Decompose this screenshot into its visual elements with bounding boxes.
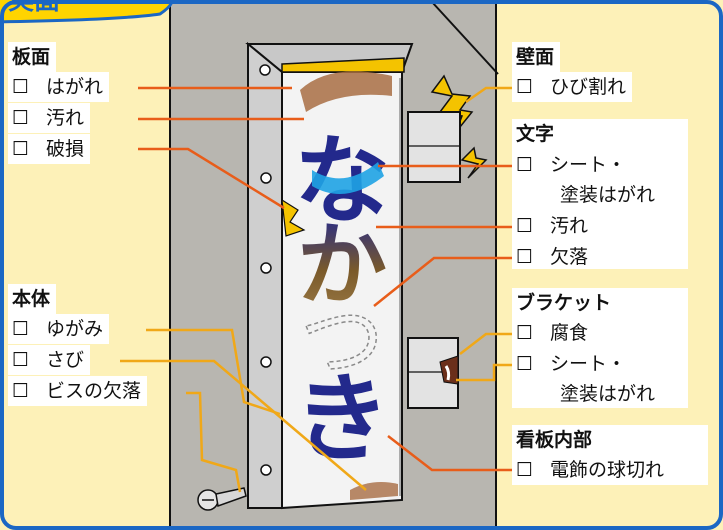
sign-char-ki: き <box>294 363 390 475</box>
damage-mark <box>281 198 306 237</box>
checkbox-icon[interactable]: ☐ <box>516 154 534 176</box>
side-screw <box>259 64 271 76</box>
checkbox-icon[interactable]: ☐ <box>12 138 30 160</box>
letters-item[interactable]: ☐汚れ <box>512 211 594 241</box>
checkbox-icon[interactable]: ☐ <box>12 107 30 129</box>
letters-panel <box>512 119 688 269</box>
upper-bracket <box>407 111 461 183</box>
side-screw <box>260 464 272 476</box>
checkbox-icon[interactable]: ☐ <box>516 215 534 237</box>
letter-peel-mark <box>312 162 384 194</box>
board-face-item[interactable]: ☐汚れ <box>8 103 91 133</box>
sign-char-tsu-missing: つ <box>300 292 384 390</box>
checkbox-icon[interactable]: ☐ <box>12 380 30 402</box>
wall-crack-mark <box>460 146 488 179</box>
body-title: 本体 <box>8 284 57 314</box>
checkbox-icon[interactable]: ☐ <box>12 76 30 98</box>
body-item[interactable]: ☐ビスの欠落 <box>8 376 148 406</box>
lower-bracket <box>407 337 459 409</box>
checkbox-icon[interactable]: ☐ <box>12 318 30 340</box>
board-face-item[interactable]: ☐はがれ <box>8 72 110 102</box>
letters-item-continued: 塗装はがれ <box>560 184 656 206</box>
leader-lines-body <box>120 328 367 493</box>
sign-char-ka: か <box>297 213 387 318</box>
leader-line-wall <box>465 86 512 104</box>
leader-lines-letters <box>373 164 512 307</box>
checkbox-icon[interactable]: ☐ <box>516 246 534 268</box>
wall-edge <box>431 1 499 75</box>
side-screw <box>260 356 272 368</box>
checkbox-icon[interactable]: ☐ <box>12 349 30 371</box>
leader-line-interior <box>387 435 512 472</box>
body-item[interactable]: ☐ゆがみ <box>8 314 110 344</box>
leader-lines-bracket <box>456 332 512 382</box>
checkbox-icon[interactable]: ☐ <box>516 322 534 344</box>
checkbox-icon[interactable]: ☐ <box>516 76 534 98</box>
letters-title: 文字 <box>516 123 555 145</box>
checkbox-icon[interactable]: ☐ <box>516 353 534 375</box>
letters-item[interactable]: ☐欠落 <box>512 242 594 272</box>
sign-side <box>247 41 283 509</box>
wall-item[interactable]: ☐ひび割れ <box>512 72 633 102</box>
checkbox-icon[interactable]: ☐ <box>516 459 534 481</box>
board-face-item[interactable]: ☐破損 <box>8 134 91 164</box>
bracket-item-continued: 塗装はがれ <box>560 383 656 405</box>
letters-item[interactable]: ☐シート・ <box>512 150 632 180</box>
bracket-item[interactable]: ☐シート・ <box>512 349 632 379</box>
interior-item[interactable]: ☐電飾の球切れ <box>512 455 670 485</box>
header-tab <box>0 0 174 24</box>
interior-title: 看板内部 <box>516 429 593 451</box>
bracket-panel <box>512 288 688 408</box>
wall-title: 壁面 <box>512 42 561 72</box>
side-screw <box>260 172 272 184</box>
peeling-mark <box>300 71 392 112</box>
bracket-title: ブラケット <box>516 292 612 314</box>
interior-panel <box>512 425 708 485</box>
board-face-title: 板面 <box>8 42 57 72</box>
screw-icon <box>197 487 247 511</box>
leader-lines-board-face <box>138 86 304 210</box>
body-item[interactable]: ☐さび <box>8 345 91 375</box>
side-screw <box>260 262 272 274</box>
bracket-item[interactable]: ☐腐食 <box>512 318 594 348</box>
